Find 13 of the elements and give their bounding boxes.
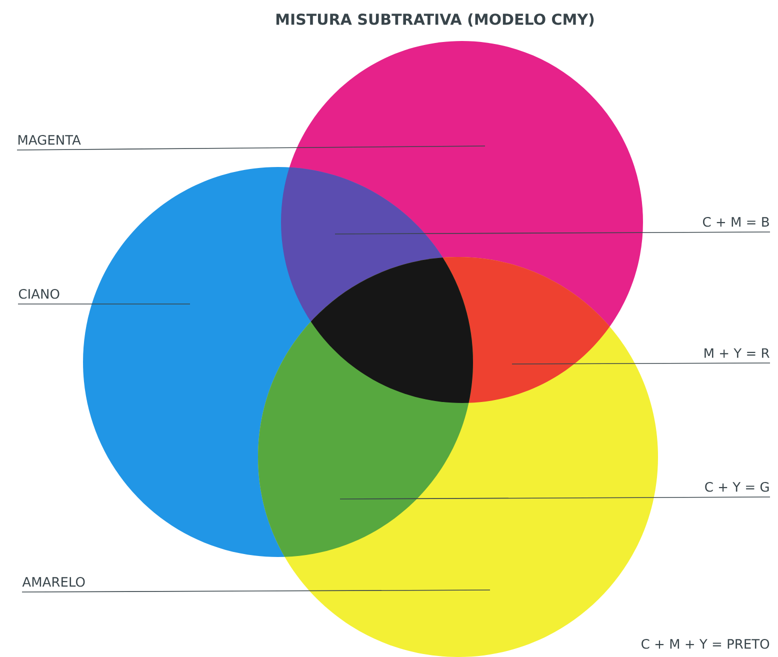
leader-line	[16, 146, 486, 150]
leader-line	[22, 590, 490, 592]
label-text: MAGENTA	[18, 134, 81, 145]
label-text: M + Y = R	[704, 348, 770, 358]
label-text: AMARELO	[22, 576, 85, 587]
leader-line	[512, 362, 770, 364]
leader-line	[334, 232, 770, 234]
label-text: C + M + Y = PRETO	[642, 638, 770, 649]
title: MISTURA SUBTRATIVA (MODELO CMY)	[276, 13, 594, 27]
label-text: C + M = B	[703, 216, 769, 227]
label-text: CIANO	[18, 288, 60, 299]
label-text: C + Y = G	[705, 482, 769, 492]
leader-line	[340, 496, 770, 500]
